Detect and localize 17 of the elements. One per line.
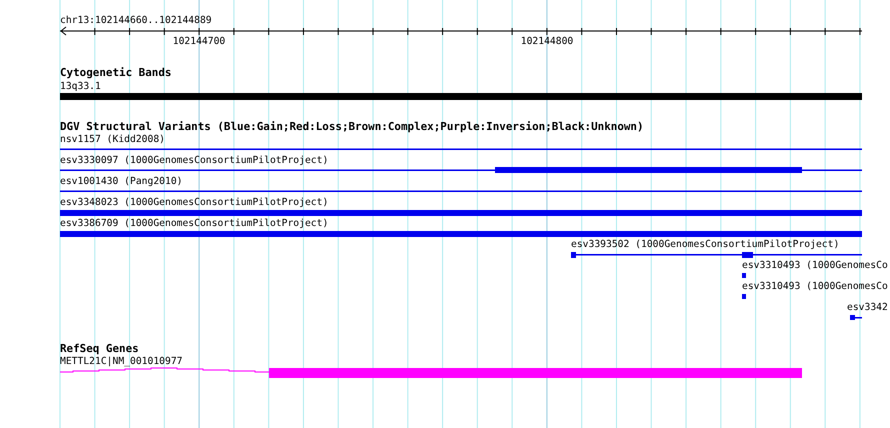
feature-label: esv3393502 (1000GenomesConsortiumPilotProject) [571,239,840,250]
track-heading: Cytogenetic Bands [60,67,172,79]
tick-label: 102144700 [172,36,226,47]
feature-label: esv3310493 (1000GenomesCo [742,281,888,292]
feature-label: nsv1157 (Kidd2008) [60,134,165,145]
band-label: 13q33.1 [60,81,101,92]
track-heading: DGV Structural Variants (Blue:Gain;Red:Loss;Brown:Complex;Purple:Inversion;Black:Unknown) [60,121,644,133]
feature-label: esv3348023 (1000GenomesConsortiumPilotProject) [60,197,328,208]
feature-label: esv3330097 (1000GenomesConsortiumPilotProject) [60,155,328,166]
feature-label: esv3386709 (1000GenomesConsortiumPilotProject) [60,218,328,229]
coordinate-label: chr13:102144660..102144889 [60,15,212,26]
track-heading: RefSeq Genes [60,343,139,355]
feature-label: esv1001430 (Pang2010) [60,176,182,187]
feature-label: METTL21C|NM_001010977 [60,356,182,367]
feature-label: esv3310493 (1000GenomesCo [742,260,888,271]
feature-label: esv3342 [847,302,888,313]
tick-label: 102144800 [520,36,574,47]
